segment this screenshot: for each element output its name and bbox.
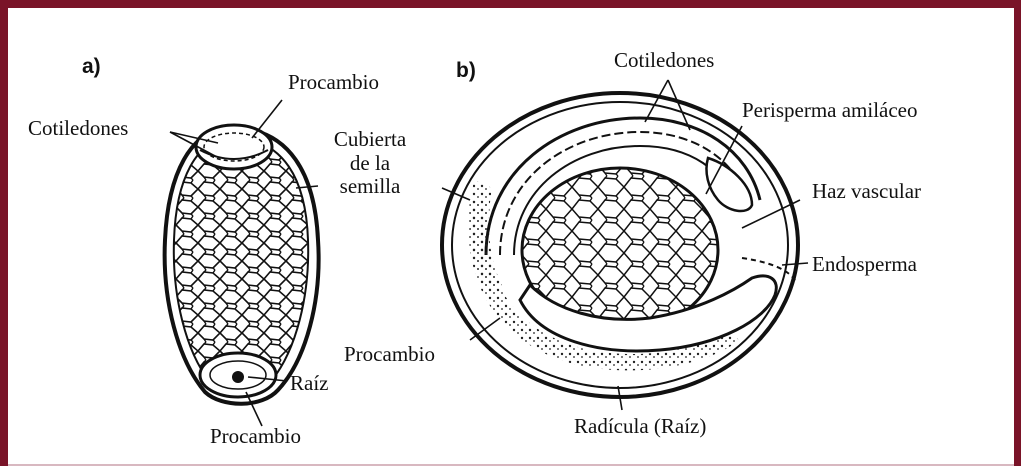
- label-raiz-a: Raíz: [290, 373, 328, 394]
- label-procambio-top-a: Procambio: [288, 72, 379, 93]
- label-procambio-b: Procambio: [344, 344, 435, 365]
- label-cubierta-line2: de la: [322, 152, 418, 176]
- label-procambio-bottom-a: Procambio: [210, 426, 301, 447]
- label-endosperma: Endosperma: [812, 254, 917, 275]
- label-haz-vascular: Haz vascular: [812, 181, 921, 202]
- label-cotiledones-b: Cotiledones: [614, 50, 714, 71]
- label-cubierta-semilla: Cubierta de la semilla: [322, 128, 418, 199]
- panel-label-a: a): [82, 56, 101, 77]
- label-cubierta-line3: semilla: [322, 175, 418, 199]
- seed-b: [442, 80, 808, 410]
- label-cotiledones-a: Cotiledones: [28, 118, 128, 139]
- panel-label-b: b): [456, 60, 476, 81]
- label-cubierta-line1: Cubierta: [322, 128, 418, 152]
- label-perisperma: Perisperma amiláceo: [742, 100, 918, 121]
- label-radicula: Radícula (Raíz): [574, 416, 706, 437]
